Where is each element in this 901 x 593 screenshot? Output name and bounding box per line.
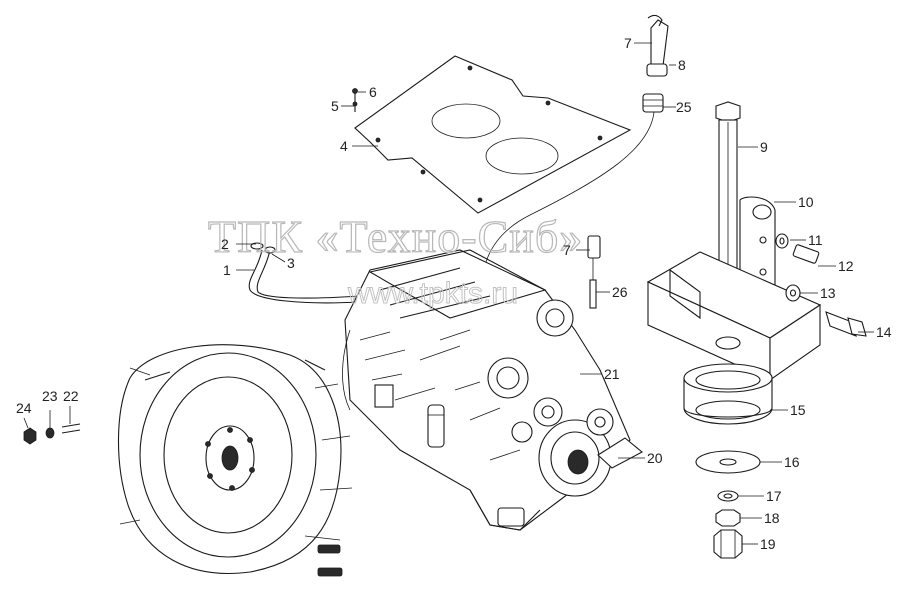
callout-7-top: 7 — [624, 35, 632, 51]
callout-1: 1 — [223, 262, 231, 278]
callout-21: 21 — [604, 366, 620, 382]
screw-5-6 — [352, 88, 358, 112]
cover-plate — [354, 55, 632, 214]
callout-13: 13 — [820, 285, 836, 301]
callout-16: 16 — [784, 454, 800, 470]
callout-6: 6 — [369, 84, 377, 100]
callout-17: 17 — [766, 488, 782, 504]
callout-20: 20 — [647, 450, 663, 466]
callout-9: 9 — [760, 139, 768, 155]
callout-24: 24 — [16, 400, 32, 416]
callout-11: 11 — [808, 232, 823, 248]
callout-23: 23 — [42, 388, 58, 404]
callout-18: 18 — [764, 510, 780, 526]
callout-2: 2 — [221, 236, 229, 252]
callout-12: 12 — [838, 258, 854, 274]
callout-19: 19 — [760, 536, 776, 552]
leader-lines — [23, 42, 874, 545]
stud-nut-washer — [23, 423, 81, 445]
callout-26: 26 — [612, 284, 628, 300]
watermark-company: ТПК «Техно-Сиб» — [208, 211, 583, 262]
callout-22: 22 — [63, 388, 79, 404]
callout-15: 15 — [790, 402, 806, 418]
breather-pipe — [248, 242, 361, 304]
callout-25: 25 — [676, 99, 692, 115]
callout-3: 3 — [287, 255, 295, 271]
engine-mount-assembly — [646, 101, 867, 559]
callout-4: 4 — [340, 138, 348, 154]
engine — [342, 235, 643, 531]
callout-7-lower: 7 — [563, 242, 571, 258]
callout-5: 5 — [331, 98, 339, 114]
dipstick-tube — [485, 14, 669, 263]
callout-10: 10 — [798, 194, 814, 210]
watermark-url: www.tpkts.ru — [347, 277, 518, 310]
callout-labels: 2 1 3 4 5 6 7 8 25 9 10 11 12 13 14 15 1… — [16, 35, 892, 552]
callout-14: 14 — [876, 324, 892, 340]
callout-8: 8 — [678, 57, 686, 73]
flywheel-housing — [117, 344, 353, 577]
